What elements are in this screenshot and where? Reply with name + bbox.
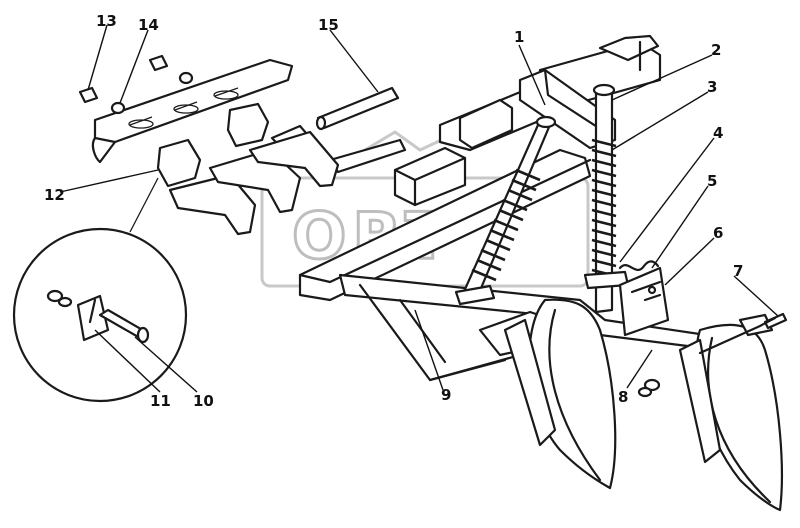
- callout-8: 8: [618, 388, 628, 406]
- callout-10: 10: [193, 392, 214, 410]
- callout-14: 14: [138, 16, 159, 34]
- clamp-plate: [91, 58, 294, 164]
- callout-9: 9: [441, 386, 451, 404]
- main-frame: [298, 68, 617, 302]
- callout-13: 13: [96, 12, 117, 30]
- callout-15: 15: [318, 16, 339, 34]
- hanger-arms: [168, 130, 340, 236]
- callout-11: 11: [150, 392, 171, 410]
- callout-3: 3: [707, 78, 717, 96]
- callout-6: 6: [713, 224, 723, 242]
- spring-assembly-front: [454, 115, 557, 306]
- mouldboard-front: [503, 298, 617, 490]
- mouldboard-rear: [678, 313, 783, 512]
- callout-labels: 1 2 3 4 5 6 7 8 9 10 11 12 13 14 15: [44, 12, 743, 410]
- spring-assembly-rear: [583, 83, 630, 314]
- spring-clip: [618, 260, 660, 272]
- nuts-washers-top: [78, 54, 194, 115]
- callout-12: 12: [44, 186, 65, 204]
- callout-7: 7: [733, 262, 743, 280]
- pin: [315, 86, 400, 131]
- callout-2: 2: [711, 41, 721, 59]
- detail-view: [12, 177, 188, 403]
- callout-4: 4: [713, 124, 723, 142]
- leader-lines: [59, 24, 779, 393]
- callout-1: 1: [514, 28, 524, 46]
- callout-5: 5: [707, 172, 717, 190]
- nut-washer: [637, 378, 661, 398]
- bolt: [698, 312, 788, 355]
- bracket: [618, 266, 670, 337]
